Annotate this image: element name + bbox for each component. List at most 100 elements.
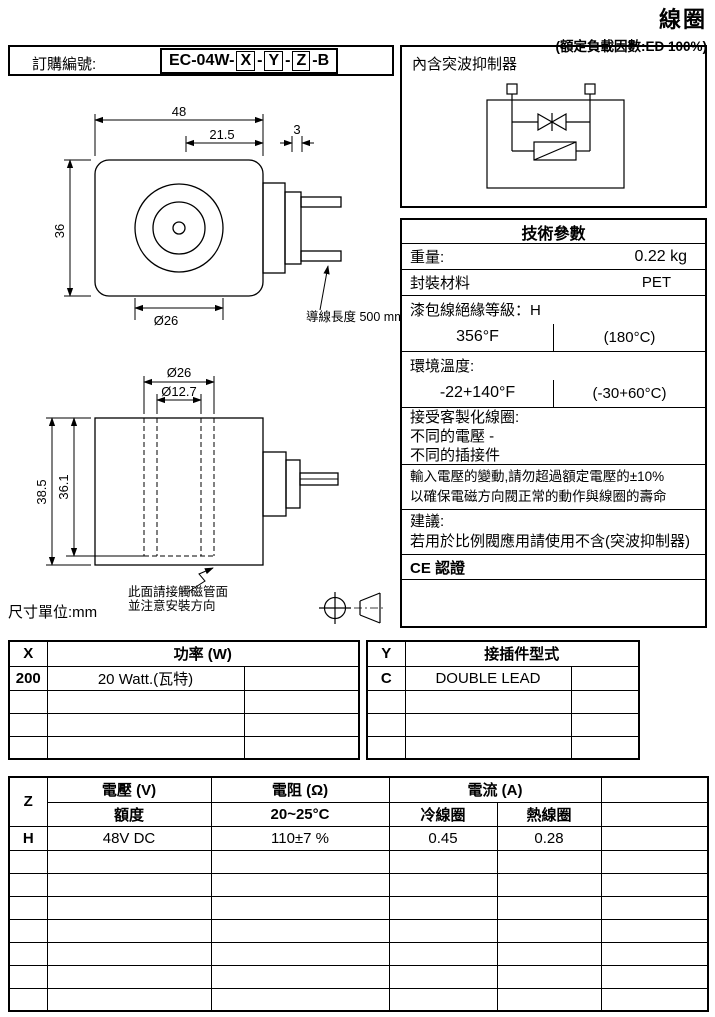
empty-row [8,918,709,943]
power-code: 200 [8,665,48,691]
suppressor-icon [537,112,554,132]
lead-pin-icon [300,196,342,208]
empty-row [366,712,640,737]
tech-params-table: 技術參數 重量: 0.22 kg 封裝材料 PET 漆包線絕緣等級：H 356°… [400,218,707,628]
coil-dimension-drawing: 48 21.5 3 36 Ø26 導線長度 500 mm [34,104,400,624]
empty-row [366,735,640,760]
terminal-icon [584,83,596,95]
unit-note: 尺寸單位:mm [8,604,98,621]
ce-row: CE 認證 [402,555,705,580]
surge-panel: 內含突波抑制器 [400,45,707,208]
part-number: EC-04W- X - Y - Z -B [160,48,339,74]
tech-header-row: 技術參數 [402,220,705,244]
ce-label: CE 認證 [410,559,466,577]
connector-table: Y 接插件型式 C DOUBLE LEAD [366,640,641,760]
order-number-box: 訂購編號: EC-04W- X - Y - Z -B [8,45,394,76]
voltage-warning-row: 輸入電壓的變動,請勿超過額定電壓的±10% 以確保電磁方向閥正常的動作與線圈的壽… [402,465,705,510]
insulation-fahrenheit: 356°F [456,328,499,346]
part-suffix: -B [312,52,330,69]
empty-row [8,964,709,989]
empty-cell [600,825,709,851]
tech-header-label: 技術參數 [521,225,586,243]
coil-top-view [94,159,342,297]
hot-coil-subheader: 熱線圈 [496,801,602,827]
electrical-table-key: Z [8,776,48,827]
custom-coil-row: 接受客製化線圈: 不同的電壓 - 不同的插接件 [402,408,705,465]
weight-label: 重量: [410,249,445,266]
rating-subheader: 額度 [46,801,212,827]
circuit-outline [486,99,625,189]
insulation-row: 漆包線絕緣等級：H 356°F (180°C) [402,296,705,352]
dim-36-label: 36 [52,224,67,238]
ambient-celsius: (-30+60°C) [592,384,667,402]
dia-12-7-hole-label: Ø12.7 [161,384,196,399]
dim-21-5-label: 21.5 [209,127,234,142]
contact-note-line-2: 並注意安裝方向 [128,598,216,613]
empty-cell [600,801,709,827]
resistance-header: 電阻 (Ω) [210,776,390,803]
order-label: 訂購編號: [32,56,97,73]
warning-line-2: 以確保電磁方向閥正常的動作與線圈的壽命 [410,489,667,504]
empty-cell [570,665,640,691]
electrical-table: Z 電壓 (V) 電阻 (Ω) 電流 (A) 額度 20~25°C 冷線圈 熱線… [8,776,709,1012]
terminal-icon [506,83,518,95]
part-code-z: Z [292,51,311,71]
surge-title: 內含突波抑制器 [412,56,518,73]
part-dash-1: - [257,52,263,69]
cold-current-value: 0.45 [388,825,498,851]
empty-row [8,689,360,714]
contact-face-arrow [187,567,214,593]
empty-row [8,712,360,737]
power-table: X 功率 (W) 200 20 Watt.(瓦特) [8,640,361,760]
connector-table-key: Y [366,640,406,667]
resistance-value: 110±7 % [210,825,390,851]
connector-table-header: 接插件型式 [404,640,640,667]
lead-pin-icon [300,250,342,262]
power-table-key: X [8,640,48,667]
part-code-x: X [236,51,256,71]
voltage-header: 電壓 (V) [46,776,212,803]
ambient-label: 環境溫度: [410,358,475,376]
contact-note-line-1: 此面請接觸磁管面 [128,584,228,599]
custom-line-2: 不同的電壓 - [410,427,495,445]
empty-row [8,895,709,920]
insulation-label: 漆包線絕緣等級：H [410,302,541,320]
ambient-fahrenheit: -22+140°F [439,384,516,402]
coil-side-view [94,417,339,566]
warning-line-1: 輸入電壓的變動,請勿超過額定電壓的±10% [410,469,665,484]
part-prefix: EC-04W- [169,52,235,69]
voltage-value: 48V DC [46,825,212,851]
weight-row: 重量: 0.22 kg [402,244,705,270]
connector-code: C [366,665,406,691]
lead-length-note: 導線長度 500 mm [306,309,400,324]
dim-3-label: 3 [293,122,300,137]
electrical-code: H [8,825,48,851]
connector-value: DOUBLE LEAD [404,665,572,691]
power-value: 20 Watt.(瓦特) [46,665,245,691]
power-table-header: 功率 (W) [46,640,360,667]
suggestion-line-2: 若用於比例閥應用請使用不含(突波抑制器) [410,533,690,550]
material-value: PET [641,274,671,291]
insulation-celsius: (180°C) [603,328,656,346]
part-code-y: Y [264,51,284,71]
surge-circuit-diagram [486,83,625,189]
custom-line-1: 接受客製化線圈: [410,408,520,426]
dim-38-5-label: 38.5 [34,479,49,504]
page-title: 線圈 [658,7,707,32]
empty-row [366,689,640,714]
tech-empty-row [402,580,705,626]
suggestion-row: 建議: 若用於比例閥應用請使用不含(突波抑制器) [402,510,705,555]
empty-cell [600,776,709,803]
empty-row [8,872,709,897]
dim-48-label: 48 [172,104,186,119]
empty-row [8,849,709,874]
projection-symbol-icon [319,592,386,624]
empty-row [8,735,360,760]
temp-subheader: 20~25°C [210,801,390,827]
suggestion-line-1: 建議: [410,513,445,530]
part-dash-2: - [285,52,291,69]
empty-row [8,941,709,966]
material-label: 封裝材料 [410,275,471,292]
dia-26-face-label: Ø26 [154,313,179,328]
